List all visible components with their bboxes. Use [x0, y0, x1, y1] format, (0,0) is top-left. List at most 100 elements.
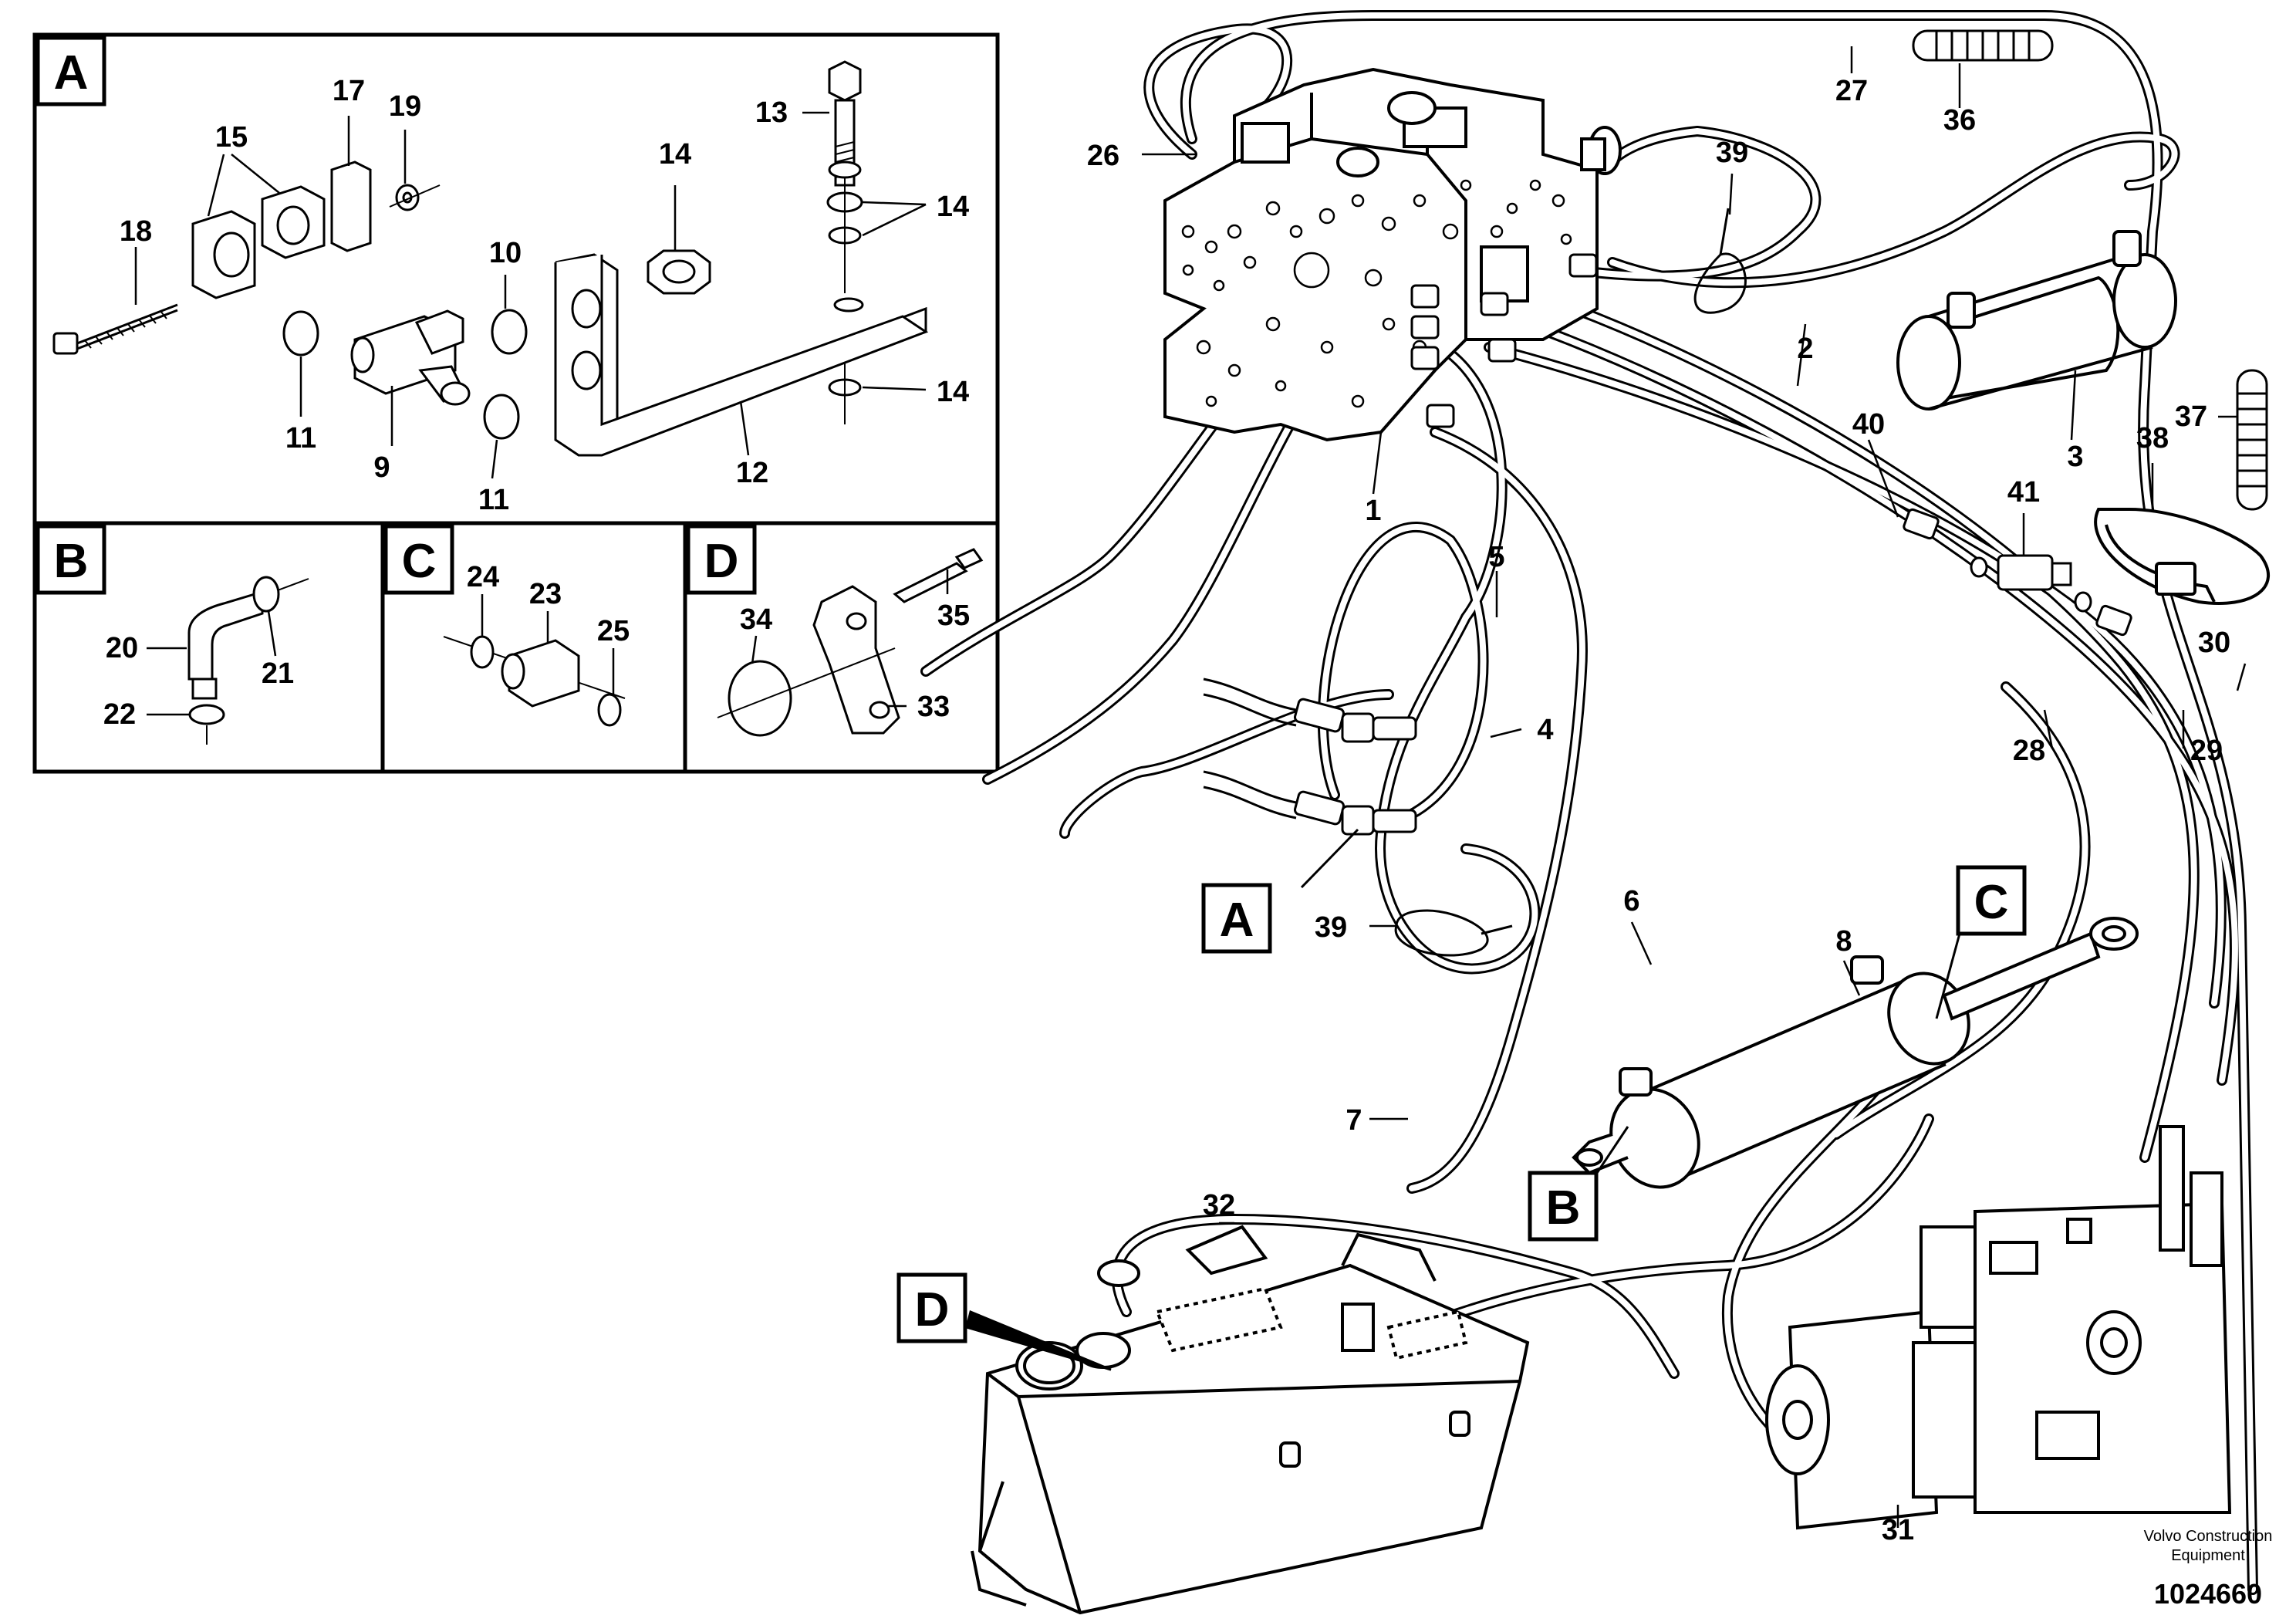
callout-34: 34	[740, 603, 772, 636]
callout-37: 37	[2175, 400, 2207, 433]
panel-A-label: A	[35, 35, 106, 106]
callout-29: 29	[2190, 735, 2223, 767]
detail-ref-C: C	[1935, 865, 2027, 1019]
callout-8: 8	[1835, 925, 1852, 958]
pipe-stubs	[1203, 678, 1417, 836]
clamp-38	[2094, 508, 2271, 605]
panel-B-parts	[187, 576, 309, 745]
o-ring-21-shape	[252, 576, 280, 613]
panel-A-parts	[52, 60, 929, 457]
flange-half-33-shape	[812, 585, 900, 735]
panel-C-label: C	[383, 524, 454, 595]
callout-22: 22	[103, 698, 136, 731]
callout-3: 3	[2067, 441, 2083, 473]
steering-cylinder-8	[1572, 917, 2139, 1189]
callout-21: 21	[262, 657, 294, 690]
callout-39-top: 39	[1716, 137, 1748, 169]
panel-A-numbers: 15 17 19 18 10 14 13 14 14 11 9 12 11	[120, 75, 969, 516]
nut-15-shape	[647, 249, 711, 295]
sensor-41	[1903, 508, 2132, 637]
o-ring-34-shape	[728, 660, 792, 737]
detail-ref-D: D	[896, 1272, 1112, 1371]
washer-14-a-shape	[828, 161, 862, 179]
callout-7: 7	[1346, 1104, 1362, 1137]
main-callout-numbers: 26 27 36 39 2 3 37 38 40 41 1 5 4 30 28 …	[1087, 75, 2230, 1546]
callout-2: 2	[1797, 333, 1813, 365]
o-ring-10-shape	[491, 309, 528, 355]
callout-10: 10	[489, 237, 522, 269]
callout-16: 15	[215, 121, 248, 154]
callout-33: 33	[917, 691, 950, 723]
callout-11b: 11	[478, 484, 509, 516]
footer: Volvo Construction Equipment 1024660	[2144, 1528, 2273, 1610]
clamp-16-shape	[191, 185, 326, 299]
callout-31: 31	[1882, 1514, 1914, 1546]
callout-12: 12	[736, 457, 768, 489]
sleeve-37	[2236, 369, 2268, 511]
callout-32: 32	[1203, 1189, 1235, 1222]
callout-18: 18	[120, 215, 152, 248]
tee-fitting-9-shape	[350, 309, 471, 406]
callout-9: 9	[373, 451, 390, 484]
callout-6: 6	[1623, 885, 1639, 917]
svg-text:D: D	[915, 1283, 950, 1336]
callout-28: 28	[2013, 735, 2045, 767]
callout-38: 38	[2136, 422, 2169, 454]
callout-41: 41	[2007, 476, 2040, 509]
adapter-23-shape	[508, 639, 580, 708]
callout-40: 40	[1852, 408, 1885, 441]
callout-25: 25	[597, 615, 630, 647]
elbow-20-shape	[187, 590, 264, 681]
svg-text:A: A	[54, 46, 89, 100]
tie-strap-39-top	[1693, 208, 1747, 314]
callout-13: 13	[755, 96, 788, 129]
drawing-number: 1024660	[2154, 1578, 2262, 1610]
company-name-line2: Equipment	[2171, 1547, 2245, 1564]
svg-text:C: C	[1974, 876, 2009, 929]
svg-text:B: B	[54, 535, 89, 588]
panel-D-parts	[717, 548, 984, 737]
callout-4: 4	[1537, 714, 1553, 746]
callout-39-lower: 39	[1315, 911, 1347, 944]
main-leaders	[1142, 46, 2247, 1528]
inset-panels	[32, 32, 1000, 774]
callout-5: 5	[1488, 541, 1504, 573]
svg-text:D: D	[704, 535, 739, 588]
tie-strap-39-lower	[1394, 909, 1513, 957]
callout-30: 30	[2198, 627, 2230, 659]
panel-C-parts	[443, 635, 626, 727]
control-valve-block-1	[1163, 67, 1622, 442]
o-ring-11-right-shape	[483, 394, 520, 440]
callout-23: 23	[529, 578, 562, 610]
o-ring-11-left-shape	[282, 310, 319, 357]
callout-24: 24	[467, 561, 499, 593]
callout-36: 36	[1943, 104, 1976, 137]
panel-A-callouts	[134, 111, 927, 479]
company-name-line1: Volvo Construction	[2144, 1528, 2273, 1545]
sleeve-36	[1912, 29, 2054, 62]
hydraulic-tank	[971, 1225, 1530, 1615]
detail-ref-A: A	[1201, 828, 1359, 954]
callout-15: 14	[659, 138, 691, 171]
plate-17-shape	[330, 161, 372, 252]
detail-ref-B: B	[1528, 1126, 1629, 1242]
bolt-18-shape	[52, 303, 178, 355]
callout-27: 27	[1835, 75, 1868, 107]
o-ring-24-shape	[470, 635, 495, 669]
pump-unit-31	[1765, 1125, 2232, 1530]
callout-14a: 14	[937, 191, 969, 223]
panel-D-label: D	[686, 524, 757, 595]
o-ring-25-shape	[597, 693, 622, 727]
o-ring-22-shape	[188, 704, 225, 725]
svg-text:C: C	[402, 535, 437, 588]
svg-text:A: A	[1220, 894, 1254, 947]
washer-19-shape	[389, 184, 441, 211]
callout-17: 17	[333, 75, 365, 107]
svg-text:B: B	[1546, 1181, 1581, 1235]
callout-14b: 14	[937, 376, 969, 408]
accumulator-3	[1896, 230, 2177, 411]
callout-35: 35	[937, 600, 970, 632]
panel-B-label: B	[35, 524, 106, 595]
bracket-12-shape	[554, 253, 929, 457]
